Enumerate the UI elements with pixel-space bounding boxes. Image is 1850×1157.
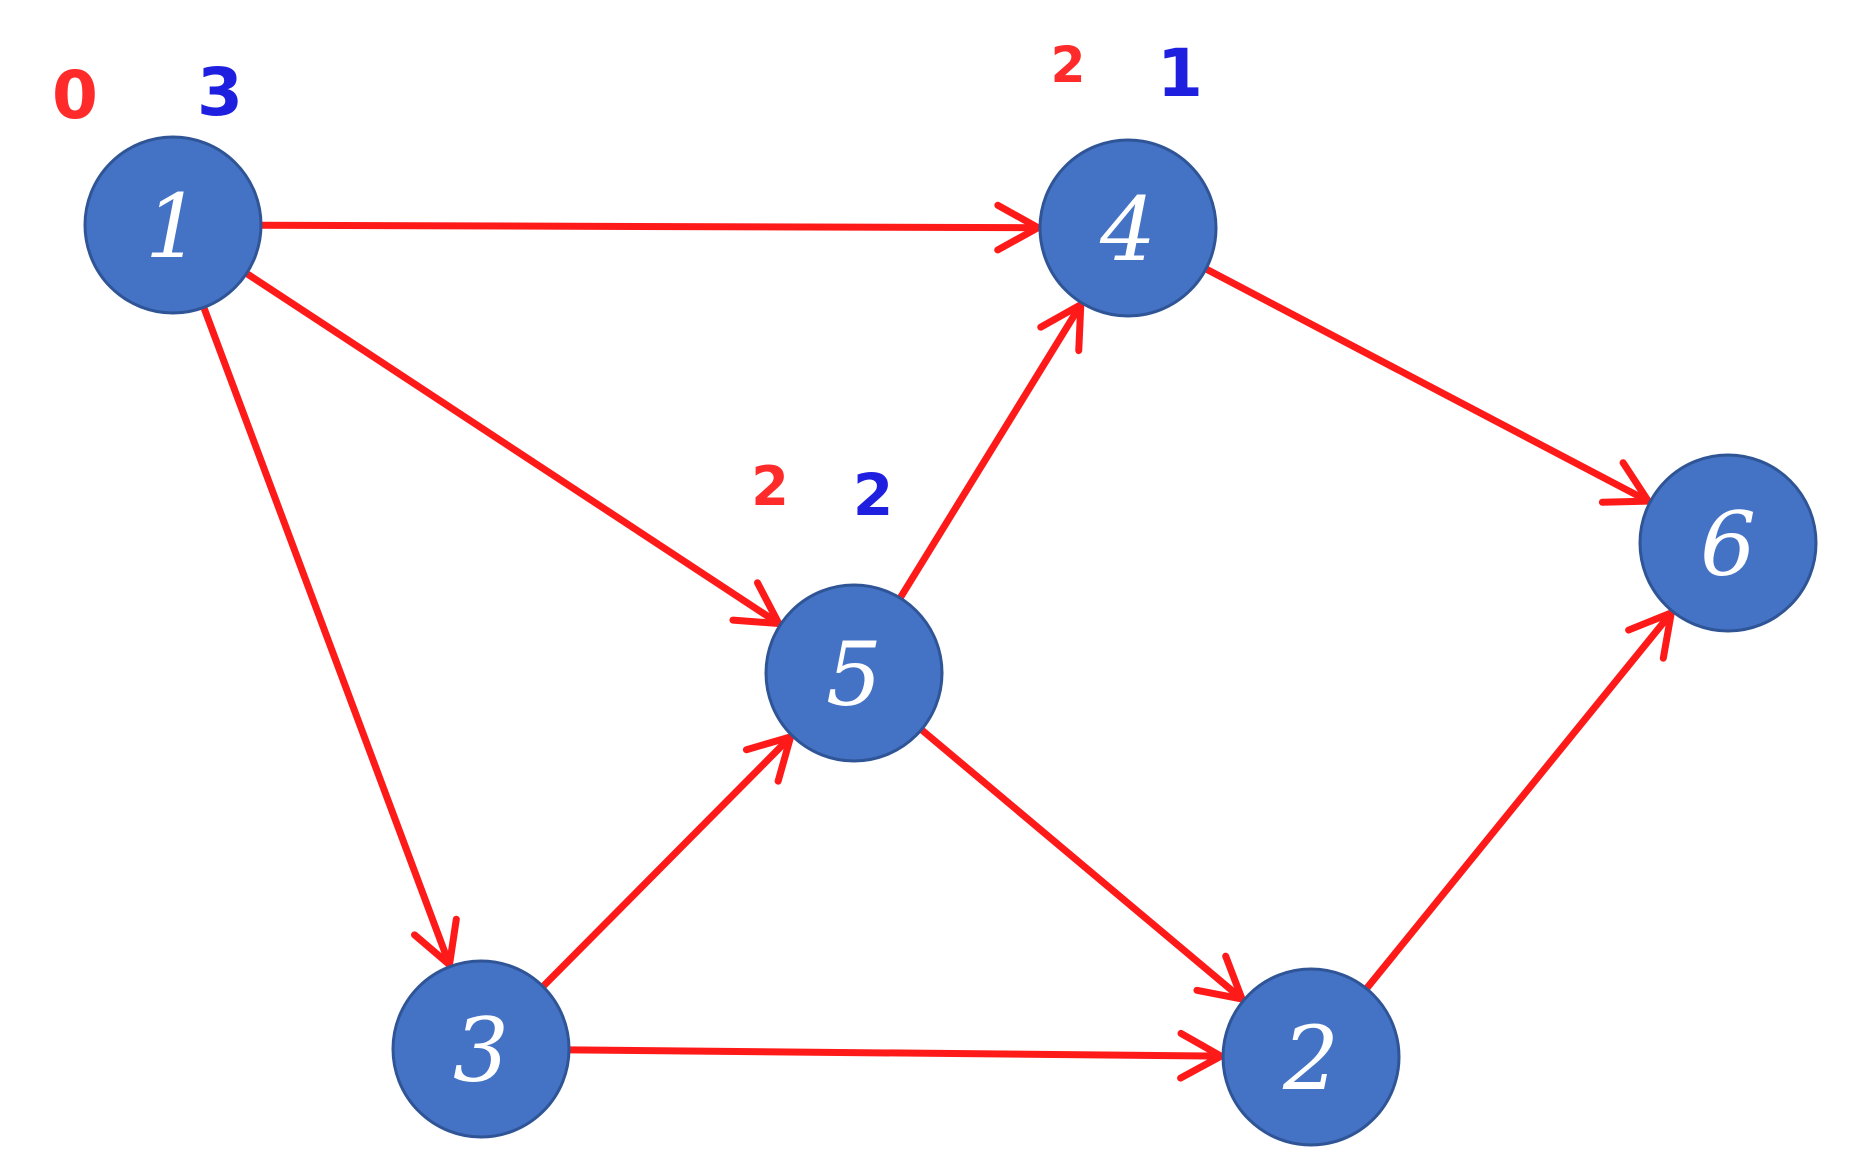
node-2: 2 [1221, 967, 1401, 1147]
edge-2-to-6 [1363, 609, 1675, 992]
edge-4-to-6 [1203, 265, 1652, 506]
edge-line [243, 270, 783, 628]
arrowhead [410, 915, 460, 969]
node-5-blue-annotation: 2 [853, 461, 893, 529]
edge-1-to-4 [258, 201, 1042, 254]
arrowhead [742, 733, 795, 785]
node-6-label: 6 [1700, 493, 1756, 596]
edge-line [1203, 265, 1652, 505]
node-4-red-annotation: 2 [1051, 36, 1086, 94]
node-4-circle [1038, 138, 1218, 318]
node-6-circle [1638, 453, 1818, 633]
node-2-circle [1221, 967, 1401, 1147]
edges [200, 201, 1675, 1082]
edge-line [258, 221, 1042, 232]
edge-line [918, 726, 1246, 1003]
edge-line [1363, 609, 1675, 992]
node-1-circle [83, 135, 263, 315]
edge-3-to-5 [540, 733, 795, 990]
edge-1-to-3 [200, 304, 460, 969]
arrowhead [1625, 609, 1675, 662]
node-5-red-annotation: 2 [751, 455, 789, 518]
edge-3-to-2 [566, 1029, 1225, 1082]
arrowhead [1598, 459, 1652, 506]
node-4-label: 4 [1099, 178, 1156, 281]
edge-line [540, 733, 795, 990]
node-6: 6 [1638, 453, 1818, 633]
edge-5-to-2 [918, 726, 1246, 1003]
node-3-circle [391, 959, 571, 1139]
node-5-label: 5 [826, 623, 882, 726]
arrowhead [1037, 301, 1085, 355]
node-2-label: 2 [1282, 1007, 1339, 1110]
arrowhead [1177, 1029, 1225, 1082]
node-4-blue-annotation: 1 [1157, 35, 1203, 112]
node-5-circle [764, 583, 944, 763]
edge-1-to-5 [243, 270, 783, 628]
node-5: 5 [764, 583, 944, 763]
node-1-label: 1 [145, 175, 201, 278]
arrowhead [994, 201, 1042, 254]
node-4: 4 [1038, 138, 1218, 318]
arrowhead [729, 579, 783, 628]
node-1-blue-annotation: 3 [197, 54, 243, 131]
arrowhead [1193, 952, 1246, 1003]
node-3-label: 3 [453, 999, 509, 1102]
node-3: 3 [391, 959, 571, 1139]
node-1-red-annotation: 0 [52, 57, 98, 134]
edge-line [566, 1046, 1225, 1060]
node-1: 1 [83, 135, 263, 315]
edge-5-to-4 [897, 301, 1085, 601]
edge-line [897, 301, 1085, 601]
edge-line [200, 304, 453, 969]
